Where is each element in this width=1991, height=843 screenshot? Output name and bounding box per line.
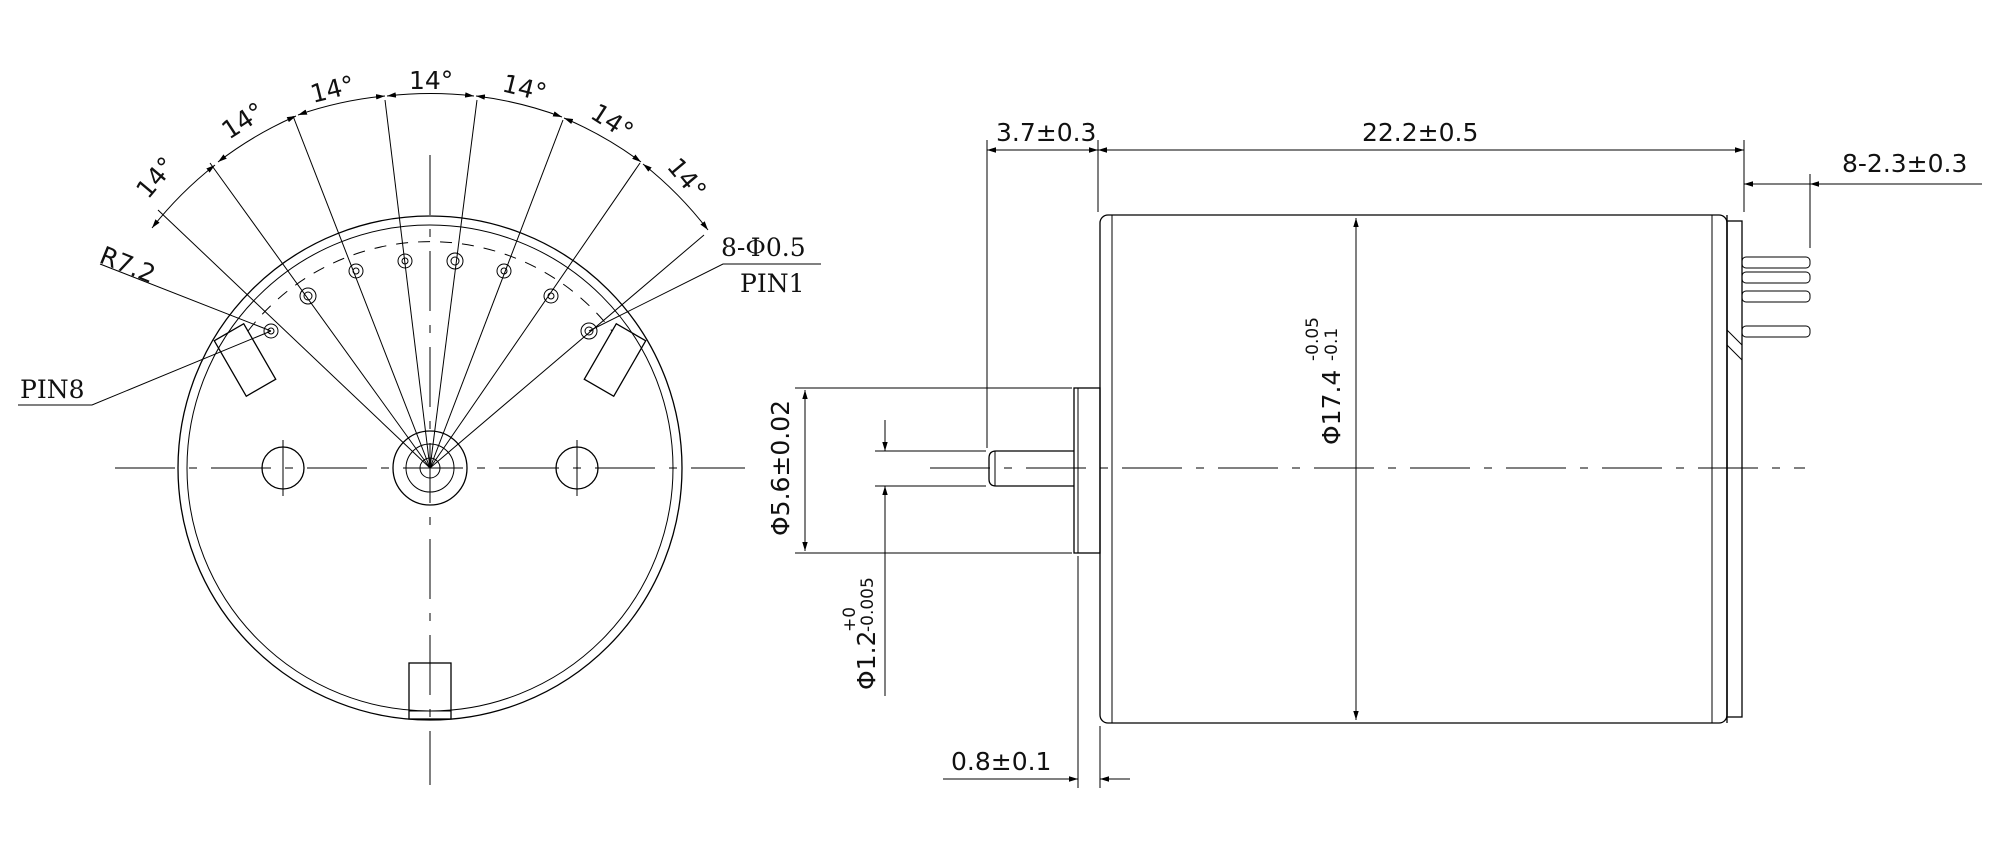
angle-label-1: 14°: [130, 151, 181, 204]
shaft-diameter-dim: Φ1.2 +0 -0.005: [840, 577, 881, 690]
svg-text:-0.005: -0.005: [858, 577, 878, 632]
terminal-tab-left: [213, 322, 277, 398]
svg-text:Φ17.4: Φ17.4: [1317, 370, 1346, 445]
center-shaft-mid: [405, 443, 455, 493]
terminal-tab-bottom: [408, 662, 452, 720]
svg-text:-0.1: -0.1: [1322, 328, 1342, 361]
boss-diameter-dim: Φ5.6±0.02: [766, 400, 795, 536]
side-view: 3.7±0.3 22.2±0.5 8-2.3±0.3 Φ17.4 -0.05 -…: [766, 118, 1982, 788]
body-end-cap: [1726, 220, 1743, 718]
pin-hole-8: [263, 323, 279, 339]
angle-label-3: 14°: [307, 70, 357, 109]
pin-hole-5: [397, 253, 413, 269]
r72-leader: [99, 263, 272, 332]
pin-hole-7: [299, 287, 317, 305]
pin-hole-3: [496, 263, 512, 279]
pin1-leader: [588, 263, 821, 332]
shaft-length-dim: 3.7±0.3: [996, 118, 1096, 147]
terminal-tab-right: [583, 322, 647, 398]
pin-hole-1: [580, 322, 598, 340]
svg-text:Φ1.2: Φ1.2: [852, 631, 881, 690]
angle-label-7: 14°: [661, 152, 712, 205]
front-boss: [1073, 387, 1101, 554]
body-diameter-dim: Φ17.4 -0.05 -0.1: [1303, 317, 1346, 445]
center-shaft-outer: [392, 430, 468, 506]
svg-text:-0.05: -0.05: [1303, 317, 1323, 361]
mounting-hole-left: [261, 440, 305, 496]
pin-radial-lines: [157, 99, 705, 469]
pin8-label: PIN8: [20, 375, 84, 404]
radius-label: R7.2: [96, 241, 160, 289]
pin-length-dim: 8-2.3±0.3: [1842, 149, 1967, 178]
angle-label-6: 14°: [586, 98, 639, 146]
end-view-outer-circle: [177, 215, 683, 721]
svg-text:+0: +0: [840, 607, 860, 632]
pin-hole-spec-label: 8-Φ0.5: [721, 233, 806, 262]
angle-dimension-arcs: [151, 92, 709, 231]
pin-hole-2: [543, 288, 559, 304]
pin1-label: PIN1: [740, 269, 804, 298]
connector-pins: [1741, 256, 1811, 338]
pin-circle-arc: [247, 241, 613, 332]
pin-hole-4: [446, 252, 464, 270]
motor-body: [1099, 214, 1728, 724]
center-shaft-inner: [419, 457, 441, 479]
angle-label-4: 14°: [409, 66, 453, 95]
mounting-hole-right: [555, 440, 599, 496]
pin8-leader: [18, 330, 272, 406]
body-length-dim: 22.2±0.5: [1362, 118, 1478, 147]
flange-thickness-dim: 0.8±0.1: [951, 747, 1051, 776]
angle-label-5: 14°: [500, 69, 550, 108]
end-view: 14° 14° 14° 14° 14° 14° 14° R7.2 PIN8 8-…: [18, 66, 821, 785]
angle-label-2: 14°: [216, 97, 269, 145]
pin-hole-6: [348, 263, 364, 279]
pin-holes: [263, 252, 598, 340]
